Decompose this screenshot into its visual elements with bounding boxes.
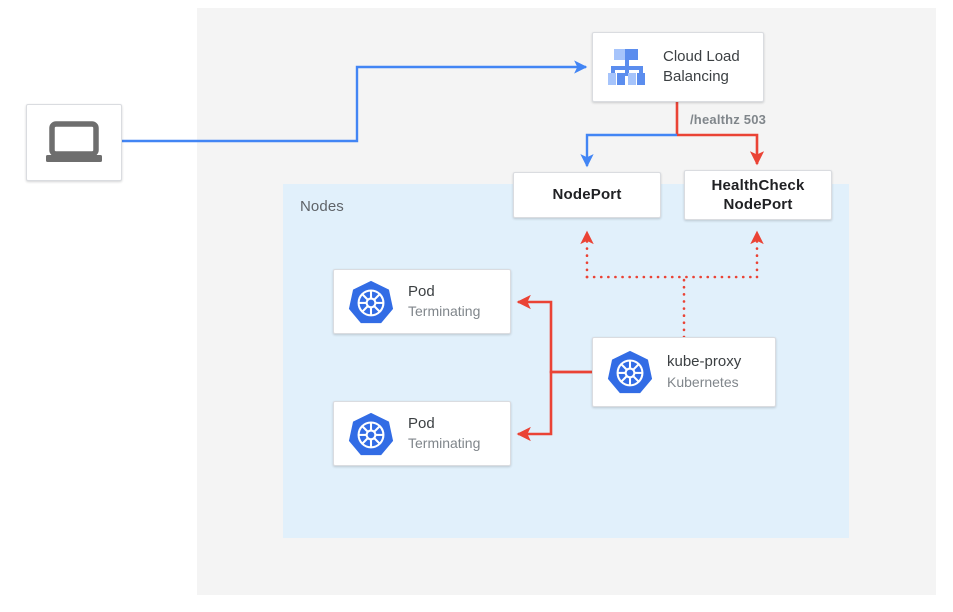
- cloud-load-balancing-title-line1: Cloud Load: [663, 47, 740, 65]
- nodeport-node[interactable]: NodePort: [513, 172, 661, 218]
- pod-2-text: Pod Terminating: [408, 414, 480, 453]
- healthcheck-nodeport-node[interactable]: HealthCheck NodePort: [684, 170, 832, 220]
- kube-proxy-text: kube-proxy Kubernetes: [667, 352, 741, 391]
- kubernetes-icon: [348, 411, 394, 457]
- healthcheck-nodeport-label: HealthCheck NodePort: [711, 176, 804, 215]
- pod-node-2[interactable]: Pod Terminating: [333, 401, 511, 466]
- healthz-edge-label: /healthz 503: [690, 112, 767, 127]
- kube-proxy-node[interactable]: kube-proxy Kubernetes: [592, 337, 776, 407]
- pod-2-title: Pod: [408, 414, 435, 432]
- pod-1-status: Terminating: [408, 303, 481, 320]
- healthcheck-nodeport-label-line2: NodePort: [723, 196, 793, 213]
- nodes-region-label: Nodes: [300, 198, 344, 215]
- cloud-load-balancing-text: Cloud Load Balancing: [663, 47, 740, 88]
- client-node[interactable]: [26, 104, 122, 181]
- pod-1-title: Pod: [408, 282, 435, 300]
- nodeport-label: NodePort: [552, 186, 622, 204]
- kube-proxy-title: kube-proxy: [667, 353, 742, 371]
- healthcheck-nodeport-label-line1: HealthCheck: [711, 176, 805, 194]
- cloud-load-balancing-title-line2: Balancing: [663, 68, 729, 85]
- pod-1-text: Pod Terminating: [408, 282, 480, 321]
- laptop-icon: [45, 120, 103, 165]
- kube-proxy-subtitle: Kubernetes: [667, 373, 739, 390]
- cloud-load-balancing-node[interactable]: Cloud Load Balancing: [592, 32, 764, 102]
- pod-2-status: Terminating: [408, 435, 481, 452]
- kubernetes-icon: [607, 349, 653, 395]
- pod-node-1[interactable]: Pod Terminating: [333, 269, 511, 334]
- cloud-load-balancing-icon: [605, 47, 649, 87]
- kubernetes-icon: [348, 279, 394, 325]
